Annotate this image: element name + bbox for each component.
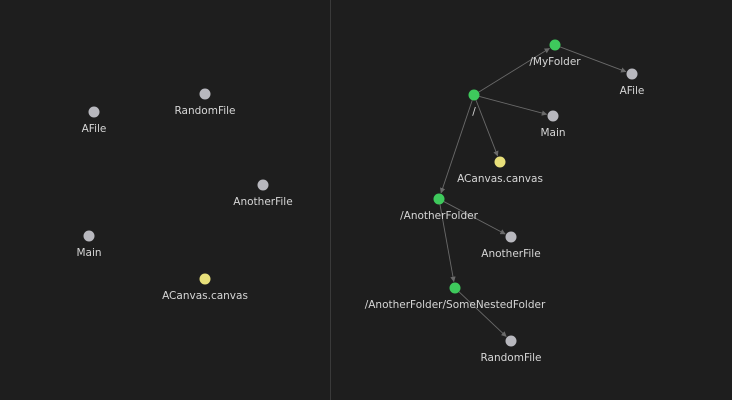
graph-edge-r-root-to-r-main <box>479 95 548 116</box>
graph-node-l-acanvas[interactable]: ACanvas.canvas <box>162 273 248 303</box>
graph-edge-r-anotherfolder-to-r-nested <box>439 204 456 283</box>
node-label: AnotherFile <box>233 196 292 208</box>
graph-node-l-afile[interactable]: AFile <box>82 106 107 136</box>
file-node-dot[interactable] <box>505 231 517 243</box>
graph-node-r-randomfile[interactable]: RandomFile <box>480 335 542 365</box>
canvas-node-dot[interactable] <box>494 156 506 168</box>
node-label: Main <box>76 247 101 259</box>
file-node-dot[interactable] <box>505 335 517 347</box>
file-node-dot[interactable] <box>83 230 95 242</box>
graph-node-r-anotherfolder[interactable]: /AnotherFolder <box>400 193 479 223</box>
graph-node-r-nested[interactable]: /AnotherFolder/SomeNestedFolder <box>365 282 546 312</box>
node-label: /AnotherFolder <box>400 210 478 222</box>
node-label: ACanvas.canvas <box>457 173 543 185</box>
file-node-dot[interactable] <box>199 88 211 100</box>
node-label: / <box>472 106 476 118</box>
file-node-dot[interactable] <box>547 110 559 122</box>
graph-node-r-root[interactable]: / <box>468 89 480 119</box>
graph-edge-r-root-to-r-anotherfolder <box>440 100 473 194</box>
pane-divider[interactable] <box>330 0 331 400</box>
folder-node-dot[interactable] <box>549 39 561 51</box>
graph-node-r-anotherfile[interactable]: AnotherFile <box>481 231 541 261</box>
graph-edge-r-root-to-r-myfolder <box>478 48 550 93</box>
node-label: /MyFolder <box>529 56 581 68</box>
node-label: AFile <box>82 123 107 135</box>
file-node-dot[interactable] <box>626 68 638 80</box>
file-node-dot[interactable] <box>88 106 100 118</box>
graph-node-l-anotherfile[interactable]: AnotherFile <box>233 179 293 209</box>
folder-node-dot[interactable] <box>449 282 461 294</box>
graph-edge-r-nested-to-r-randomfile <box>458 291 507 337</box>
right-graph-canvas[interactable]: / /MyFolderAFileMainACanvas.canvas/Anothe… <box>331 0 732 400</box>
node-label: /AnotherFolder/SomeNestedFolder <box>365 299 546 311</box>
graph-node-r-myfolder[interactable]: /MyFolder <box>529 39 581 69</box>
node-label: Main <box>540 127 565 139</box>
left-graph-canvas[interactable]: RandomFileAFileAnotherFileMainACanvas.ca… <box>0 0 330 400</box>
node-label: RandomFile <box>174 105 235 117</box>
folder-node-dot[interactable] <box>433 193 445 205</box>
graph-node-r-afile[interactable]: AFile <box>620 68 645 98</box>
graph-edge-r-myfolder-to-r-afile <box>559 46 627 73</box>
graph-edge-r-root-to-r-acanvas <box>475 99 499 157</box>
node-label: AFile <box>620 85 645 97</box>
graph-node-r-main[interactable]: Main <box>540 110 566 140</box>
file-node-dot[interactable] <box>257 179 269 191</box>
folder-node-dot[interactable] <box>468 89 480 101</box>
graph-edge-r-anotherfolder-to-r-anotherfile <box>443 201 506 235</box>
graph-node-l-randomfile[interactable]: RandomFile <box>174 88 236 118</box>
node-label: RandomFile <box>480 352 541 364</box>
graph-node-l-main[interactable]: Main <box>76 230 102 260</box>
node-label: AnotherFile <box>481 248 540 260</box>
graph-node-r-acanvas[interactable]: ACanvas.canvas <box>457 156 543 186</box>
canvas-node-dot[interactable] <box>199 273 211 285</box>
node-label: ACanvas.canvas <box>162 290 248 302</box>
